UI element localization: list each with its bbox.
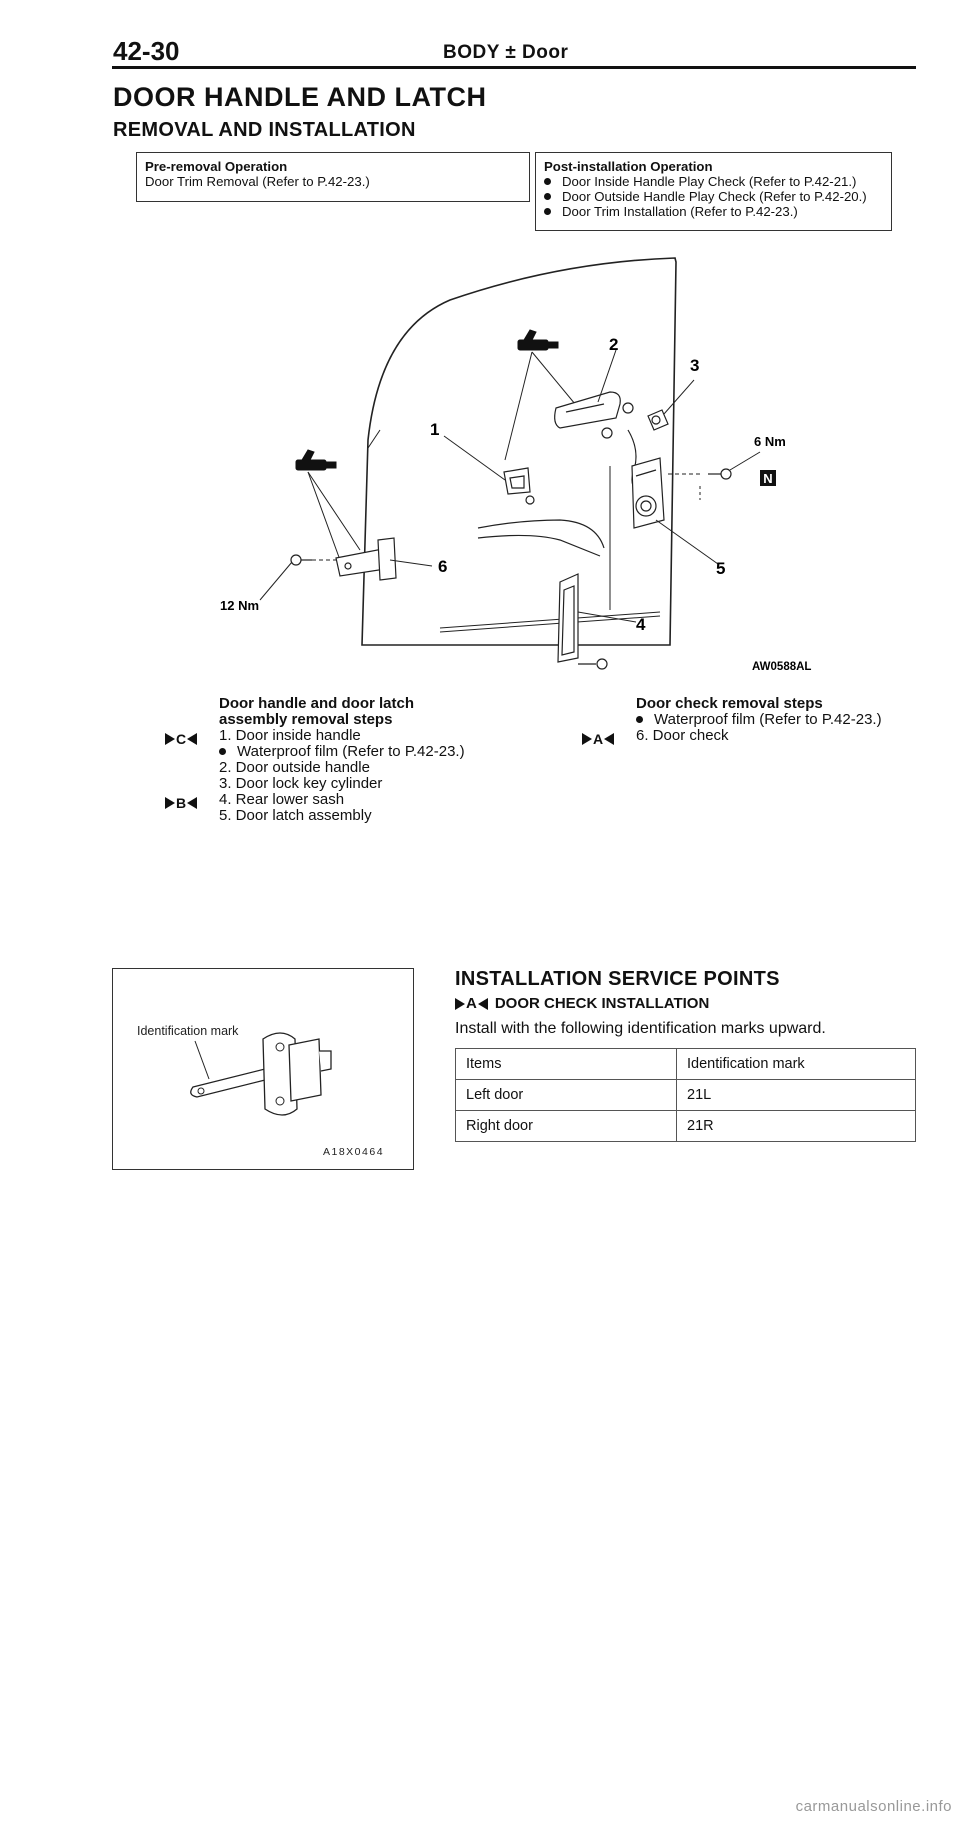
identification-figure: Identification mark A18X0464 [112,968,414,1170]
torque-12nm: 12 Nm [220,598,259,613]
post-installation-item: Door Trim Installation (Refer to P.42-23… [544,204,883,219]
installation-title: INSTALLATION SERVICE POINTS [455,968,780,990]
step-item: Waterproof film (Refer to P.42-23.) [636,712,882,728]
triangle-right-icon [165,797,175,809]
pre-removal-box: Pre-removal Operation Door Trim Removal … [136,152,530,202]
inside-handle-part [503,467,535,505]
door-handle-steps: Door handle and door latch assembly remo… [219,696,465,824]
table-cell: Right door [455,1110,677,1142]
step-item: 3. Door lock key cylinder [219,775,383,792]
door-exploded-diagram: 1 2 3 4 5 6 6 Nm 12 Nm N AW0588AL [220,257,811,673]
callout-4: 4 [636,615,646,634]
installation-subsection: A DOOR CHECK INSTALLATION [455,995,709,1012]
table-cell: 21L [676,1079,916,1111]
identification-table: Items Identification mark Left door 21L … [455,1048,916,1142]
triangle-left-icon [187,733,198,745]
callout-1: 1 [430,420,439,439]
service-mark-a: A [582,731,615,747]
table-row: Right door 21R [455,1110,916,1142]
door-panel-outline [361,257,677,646]
bolt-icon [290,554,312,566]
grease-gun-icon [517,329,559,351]
header-rule [112,66,916,69]
diagram-code: AW0588AL [752,661,811,673]
service-mark-c: C [165,731,198,747]
footer-watermark: carmanualsonline.info [795,1798,952,1815]
outside-handle-part [554,391,634,439]
screw-icon [578,658,608,670]
screw-icon [708,468,732,480]
running-header: BODY ± Door [443,42,569,63]
page-number: 42-30 [113,36,180,66]
triangle-right-icon [582,733,592,745]
door-check-steps: Door check removal steps Waterproof film… [636,696,882,744]
steps-title-line1: Door handle and door latch [219,695,415,712]
installation-subsection-title: DOOR CHECK INSTALLATION [494,995,710,1012]
steps-title-line2: assembly removal steps [219,711,393,728]
pre-removal-title: Pre-removal Operation [145,159,288,174]
section-title: REMOVAL AND INSTALLATION [113,119,416,141]
bullet-icon [544,178,551,185]
installation-intro: Install with the following identificatio… [455,1020,826,1037]
table-cell: Left door [455,1079,677,1111]
rear-lower-sash-part [557,573,579,663]
latch-assembly-part [631,457,665,529]
triangle-right-icon [165,733,175,745]
post-installation-item: Door Inside Handle Play Check (Refer to … [544,174,883,189]
table-header: Identification mark [676,1048,916,1080]
table-row: Left door 21L [455,1079,916,1111]
triangle-left-icon [604,733,615,745]
bullet-icon [219,748,226,755]
step-item: 2. Door outside handle [219,759,370,776]
table-header: Items [455,1048,677,1080]
service-mark-b: B [165,795,198,811]
callout-6: 6 [438,557,447,576]
post-installation-title: Post-installation Operation [544,159,713,174]
post-installation-box: Post-installation Operation Door Inside … [535,152,892,231]
torque-6nm: 6 Nm [754,434,786,449]
callout-5: 5 [716,559,725,578]
grease-gun-icon [295,449,337,471]
callout-3: 3 [690,356,699,375]
triangle-right-icon [455,997,465,1010]
triangle-left-icon [477,997,488,1010]
page-title: DOOR HANDLE AND LATCH [113,82,487,112]
table-header-row: Items Identification mark [455,1048,916,1080]
small-figure-code: A18X0464 [323,1146,384,1158]
step-item: 5. Door latch assembly [219,807,372,824]
callout-2: 2 [609,335,618,354]
door-check-part [335,537,397,581]
new-part-symbol-icon [760,470,776,486]
bullet-icon [544,193,551,200]
post-installation-item: Door Outside Handle Play Check (Refer to… [544,189,883,204]
step-item: Waterproof film (Refer to P.42-23.) [219,744,465,760]
door-check-figure: Identification mark A18X0464 [137,1024,384,1158]
identification-mark-label: Identification mark [137,1024,239,1038]
table-cell: 21R [676,1110,916,1142]
bullet-icon [636,716,643,723]
pre-removal-item: Door Trim Removal (Refer to P.42-23.) [145,174,370,189]
key-cylinder-part [647,409,669,431]
door-check-steps-title: Door check removal steps [636,695,823,712]
step-item: 6. Door check [636,727,729,744]
new-part-symbol: N [763,471,772,486]
bullet-icon [544,208,551,215]
triangle-left-icon [187,797,198,809]
step-item: 1. Door inside handle [219,727,361,744]
step-item: 4. Rear lower sash [219,791,345,808]
